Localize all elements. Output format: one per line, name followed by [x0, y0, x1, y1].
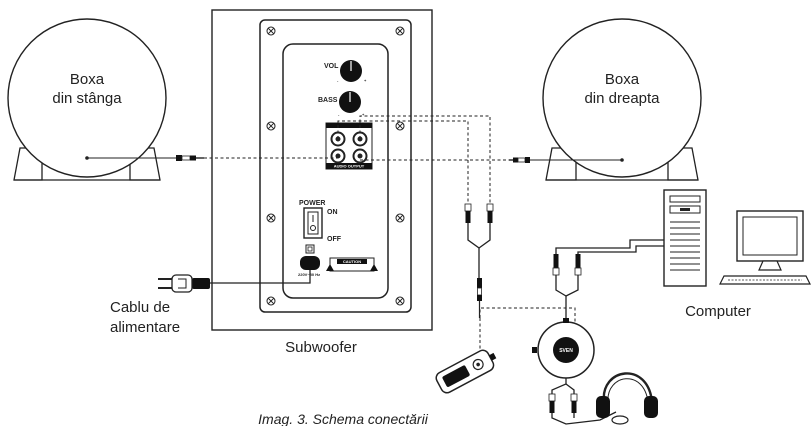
warning-triangle-icon [326, 264, 334, 271]
power-cable-label-1: Cablu de [110, 299, 170, 316]
power-plug-icon [158, 270, 311, 293]
rca-plug-icon [552, 254, 582, 276]
subwoofer-label: Subwoofer [285, 339, 357, 356]
sven-switch-box: SVEN [532, 318, 595, 379]
subwoofer: VOL - + BASS - + AUDIO OUTPUT POWER ON O… [211, 9, 433, 356]
double-insulation-icon [305, 244, 315, 254]
right-speaker-body [542, 18, 702, 178]
computer-icon [663, 189, 811, 287]
headphones-icon [596, 372, 658, 425]
mp3-player-icon [435, 349, 497, 394]
warning-triangle-icon [370, 264, 378, 271]
left-speaker-body [7, 18, 167, 178]
svg-text:+: + [362, 112, 365, 117]
svg-text:-: - [337, 78, 339, 83]
rca-splitter-cable [464, 203, 494, 318]
figure-caption: Imag. 3. Schema conectării [258, 411, 429, 426]
power-off-label: OFF [327, 236, 342, 243]
computer-audio-cable [555, 239, 664, 254]
audio-output-label: AUDIO OUTPUT [334, 164, 365, 169]
right-speaker-label-1: Boxa [605, 71, 640, 88]
voltage-label: 220V~50 Hz [298, 272, 320, 277]
left-speaker-label-2: din stânga [52, 90, 122, 107]
bass-label: BASS [318, 97, 338, 104]
caution-label: CAUTION [343, 259, 361, 264]
right-speaker: Boxa din dreapta [530, 18, 702, 181]
svg-text:-: - [338, 112, 340, 117]
rca-plug-icon [548, 393, 578, 413]
power-on-label: ON [327, 209, 338, 216]
left-speaker: Boxa din stânga [7, 18, 176, 181]
power-socket-icon [300, 256, 320, 270]
power-label: POWER [299, 200, 325, 207]
audio-output-block [325, 122, 373, 170]
mini-jack-left-icon [176, 155, 204, 161]
power-cable-label-2: alimentare [110, 319, 180, 336]
sven-logo: SVEN [559, 348, 573, 354]
mini-jack-right-icon [509, 157, 530, 163]
svg-text:+: + [364, 78, 367, 83]
right-speaker-label-2: din dreapta [584, 90, 660, 107]
left-speaker-label-1: Boxa [70, 71, 105, 88]
vol-label: VOL [324, 63, 339, 70]
computer-label: Computer [685, 303, 751, 320]
rca-plug-icon [464, 203, 494, 223]
